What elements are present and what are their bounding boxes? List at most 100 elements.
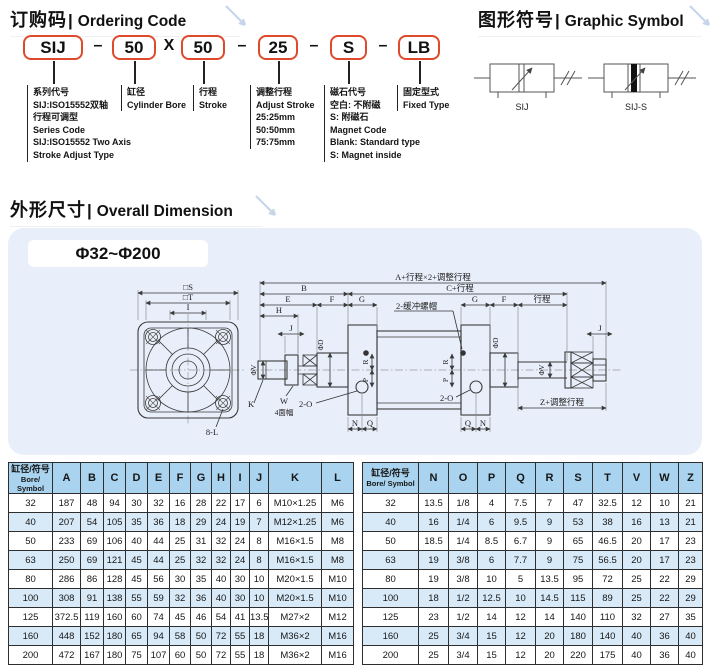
value-cell: 95 [563,569,593,589]
value-cell: 180 [563,626,593,646]
value-cell: 1/2 [448,588,478,608]
value-cell: 25 [622,588,651,608]
value-cell: 32 [622,607,651,627]
value-cell: 7 [249,512,269,532]
code-legend-line: 行程 [199,87,218,97]
dim-r: R [441,359,450,364]
value-cell: 308 [52,588,81,608]
value-cell: 19 [230,512,250,532]
value-cell: 12 [505,607,536,627]
column-header: S [563,462,593,494]
bore-cell: 32 [362,493,419,513]
value-cell: 41 [230,607,250,627]
cushion-screw-right [460,350,466,356]
value-cell: 23 [678,550,703,570]
code-legend-line: S: Magnet inside [330,149,402,160]
value-cell: 13.5 [418,493,449,513]
dim-bolt-callout: 8-L [206,427,218,437]
value-cell: 44 [147,531,170,551]
value-cell: 140 [592,626,623,646]
value-cell: 36 [190,588,212,608]
value-cell: M20×1.5 [268,588,322,608]
value-cell: 10 [505,588,536,608]
column-header: H [211,462,231,494]
dim-j: J [289,323,293,333]
value-cell: 30 [230,569,250,589]
dim-stroke: 行程 [533,294,551,304]
column-header: A [52,462,81,494]
code-legend-line: 行程可调型 [33,112,79,123]
title-separator: | [68,11,73,30]
value-cell: 220 [563,645,593,665]
dim-square-t: □T [183,292,194,302]
dim-g: G [472,294,478,304]
dim-a-total: A+行程×2+调整行程 [395,272,471,282]
dim-b: B [301,283,307,293]
code-legend-line: Stroke Adjust Type [33,149,115,160]
value-cell: 40 [125,531,148,551]
value-cell: M12 [321,607,354,627]
column-header: L [321,462,354,494]
dim-q: Q [367,418,373,428]
dim-phi-d: ΦD [316,339,325,350]
value-cell: 55 [125,588,148,608]
value-cell: 140 [563,607,593,627]
dimension-title-en: Overall Dimension [96,203,233,220]
value-cell: 6 [477,550,506,570]
value-cell: 32 [169,588,191,608]
value-cell: 10 [249,569,269,589]
value-cell: 35 [190,569,212,589]
value-cell: 10 [477,569,506,589]
value-cell: 110 [592,607,623,627]
port-callout: 2-O [440,393,453,403]
dim-z-adjust: Z+调整行程 [540,397,584,407]
value-cell: 128 [103,569,126,589]
cushion-screw-callout: 2-缓冲螺帽 [396,301,437,311]
dim-phi-v: ΦV [249,364,258,375]
value-cell: 105 [103,512,126,532]
value-cell: 94 [103,493,126,513]
value-cell: 32 [147,493,170,513]
column-header: T [592,462,623,494]
value-cell: 17 [650,550,679,570]
value-cell: M20×1.5 [268,569,322,589]
value-cell: M10×1.25 [268,493,322,513]
value-cell: 75 [125,645,148,665]
magnet-band [631,64,637,92]
code-legend-line: 调整行程 [256,87,293,97]
corner-arrow-icon [689,5,710,27]
value-cell: 44 [147,550,170,570]
value-cell: 6 [249,493,269,513]
corner-arrow-icon [225,5,247,27]
dim-n: N [480,418,486,428]
dim-i: I [187,302,190,312]
column-header: N [418,462,449,494]
value-cell: 59 [147,588,170,608]
dim-square-s: □S [183,282,193,292]
bore-cell: 63 [8,550,53,570]
end-view: □S □T I 8-L [130,282,246,437]
bore-cell: 160 [8,626,53,646]
code-connector-line [134,61,136,84]
value-cell: M16 [321,645,354,665]
value-cell: 13.5 [249,607,269,627]
title-separator: | [555,11,560,30]
code-box: SIJ [23,35,83,60]
value-cell: 56 [147,569,170,589]
value-cell: 14 [535,607,564,627]
value-cell: 1/2 [448,607,478,627]
value-cell: 17 [230,493,250,513]
value-cell: 91 [80,588,104,608]
value-cell: 106 [103,531,126,551]
value-cell: 15 [477,626,506,646]
